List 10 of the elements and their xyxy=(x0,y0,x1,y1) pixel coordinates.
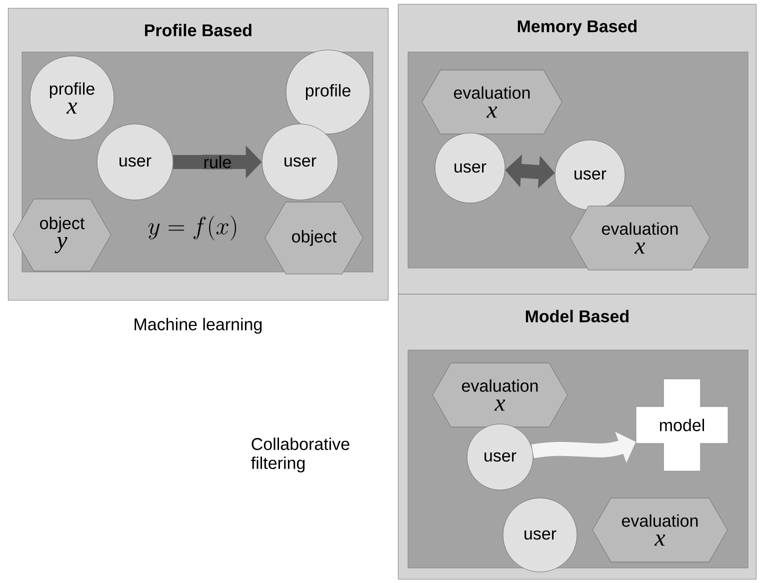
hexagon: evaluation x xyxy=(592,498,728,562)
hexagon: object y xyxy=(12,198,112,272)
hexagon: evaluation x xyxy=(432,362,568,428)
hexagon: object xyxy=(264,202,364,274)
edge-label: rule xyxy=(204,156,231,168)
hexagon: evaluation x xyxy=(570,206,710,270)
hexagon: evaluation x xyxy=(422,70,562,134)
formula: $y=f(x)$ xyxy=(148,216,236,240)
caption: Machine learning xyxy=(134,318,262,334)
side-label: Collaborative filtering xyxy=(251,438,350,472)
